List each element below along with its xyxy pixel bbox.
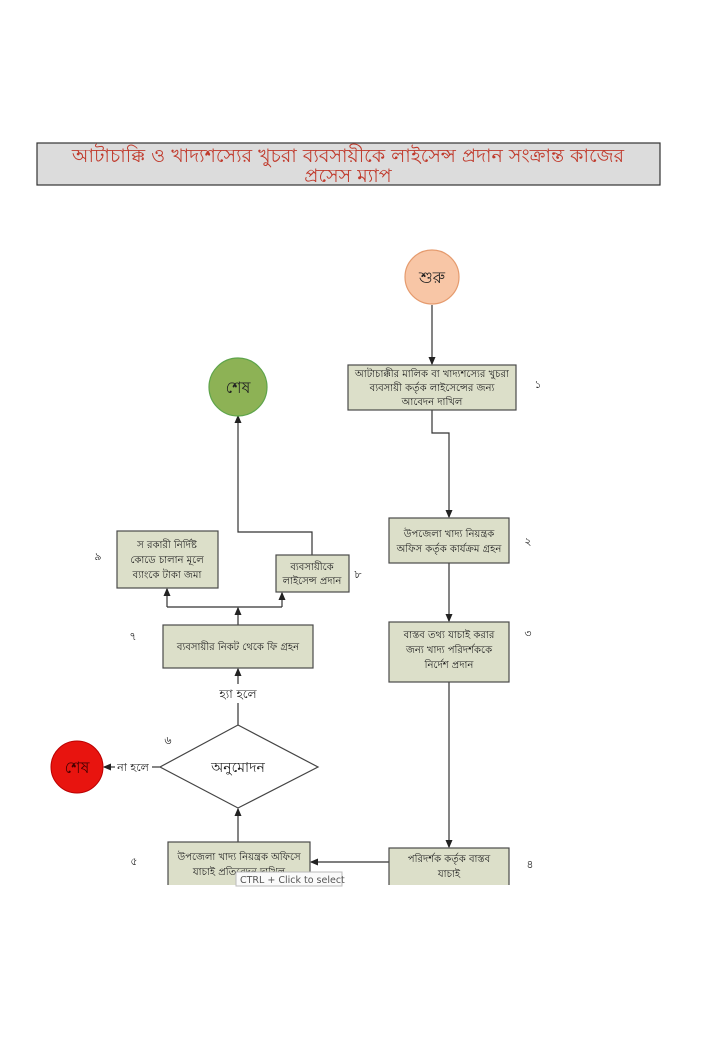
- step-2-box: উপজেলা খাদ্য নিয়ন্ত্রক অফিস কর্তৃক কার্…: [388, 517, 510, 564]
- step-text: আটাচাক্কীর মালিক বা খাদ্যশস্যের খুচরা: [354, 367, 510, 380]
- step-text: অফিস কর্তৃক কার্যক্রম গ্রহন: [396, 543, 503, 555]
- connectors: [102, 305, 453, 866]
- end-success-label: শেষ: [226, 378, 252, 397]
- step-8-box: ব্যবসায়ীকে লাইসেন্স প্রদান: [275, 554, 350, 593]
- edge-label-yes: হ্যা হলে: [218, 687, 257, 701]
- step-9-box: স রকারী নির্দিষ্ট কোডে চালান মূলে ব্যাংক…: [116, 530, 219, 589]
- edge-label-no: না হলে: [116, 761, 149, 774]
- step-text: যাচাই: [437, 868, 461, 880]
- step-text: উপজেলা খাদ্য নিয়ন্ত্রক অফিসে: [176, 850, 301, 863]
- step-6-decision: অনুমোদন: [158, 724, 320, 809]
- step-2-number: ২: [524, 535, 531, 548]
- step-text: আবেদন দাখিল: [401, 396, 463, 408]
- step-1-number: ১: [534, 378, 541, 391]
- ctrl-click-tooltip: CTRL + Click to select: [235, 871, 345, 887]
- title-line-1: আটাচাক্কি ও খাদ্যশস্যের খুচরা ব্যবসায়ীক…: [71, 144, 625, 167]
- end-node-reject: শেষ: [50, 740, 104, 794]
- step-text: পরিদর্শক কর্তৃক বাস্তব: [408, 853, 491, 865]
- step-8-number: ৮: [354, 568, 361, 581]
- step-7-number: ৭: [129, 630, 136, 643]
- page-bottom-blank: [0, 885, 720, 1040]
- step-text: ব্যবসায়ীকে: [289, 560, 334, 573]
- step-3-number: ৩: [524, 627, 531, 640]
- step-text: ব্যবসায়ী কর্তৃক লাইসেন্সের জন্য: [369, 381, 496, 394]
- step-text: ব্যাংকে টাকা জমা: [132, 568, 203, 581]
- title-banner: আটাচাক্কি ও খাদ্যশস্যের খুচরা ব্যবসায়ীক…: [36, 142, 661, 187]
- step-6-number: ৬: [164, 734, 171, 747]
- step-1-box: আটাচাক্কীর মালিক বা খাদ্যশস্যের খুচরা ব্…: [347, 364, 517, 411]
- tooltip-text: CTRL + Click to select: [240, 875, 345, 886]
- step-text: উপজেলা খাদ্য নিয়ন্ত্রক: [403, 527, 496, 540]
- step-3-box: বাস্তব তথ্য যাচাই করার জন্য খাদ্য পরিদর্…: [388, 621, 510, 683]
- title-line-2: প্রসেস ম্যাপ: [304, 165, 393, 187]
- end-node-success: শেষ: [208, 357, 268, 417]
- decision-text: অনুমোদন: [210, 760, 265, 776]
- step-5-number: ৫: [130, 855, 137, 868]
- step-text: নির্দেশ প্রদান: [424, 659, 475, 671]
- end-reject-label: শেষ: [65, 758, 91, 777]
- start-node: শুরু: [404, 249, 460, 305]
- step-9-number: ৯: [94, 550, 101, 563]
- step-text: বাস্তব তথ্য যাচাই করার: [403, 629, 495, 641]
- step-7-box: ব্যবসায়ীর নিকট থেকে ফি গ্রহন: [162, 624, 314, 669]
- step-4-box: পরিদর্শক কর্তৃক বাস্তব যাচাই: [388, 847, 510, 889]
- step-4-number: ৪: [526, 858, 533, 871]
- step-text: স রকারী নির্দিষ্ট: [136, 538, 198, 551]
- step-text: কোডে চালান মূলে: [130, 555, 204, 566]
- step-text: লাইসেন্স প্রদান: [282, 575, 343, 587]
- start-label: শুরু: [418, 268, 446, 287]
- step-text: ব্যবসায়ীর নিকট থেকে ফি গ্রহন: [176, 640, 300, 653]
- step-text: জন্য খাদ্য পরিদর্শককে: [405, 644, 493, 656]
